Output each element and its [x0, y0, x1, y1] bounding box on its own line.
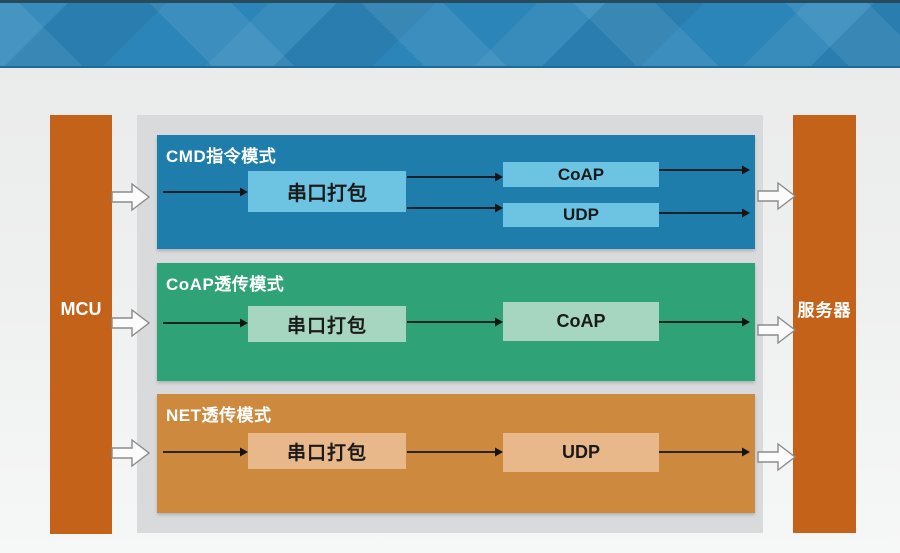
- mode-row-coap: CoAP透传模式 串口打包 CoAP: [157, 263, 755, 381]
- mode-title-coap: CoAP透传模式: [166, 275, 285, 294]
- block-arrow-right-icon: [757, 181, 797, 211]
- block-arrow-right-icon: [757, 315, 797, 345]
- mode-row-cmd: CMD指令模式 串口打包 CoAP UDP: [157, 135, 755, 249]
- header-banner: [0, 0, 900, 68]
- block-arrow-right-icon: [111, 438, 151, 468]
- node-udp-cmd: UDP: [503, 203, 659, 227]
- block-arrow-right-icon: [111, 182, 151, 212]
- mode-row-net: NET透传模式 串口打包 UDP: [157, 394, 755, 513]
- node-serial-pack-cmd: 串口打包: [248, 171, 406, 212]
- node-serial-pack-net: 串口打包: [248, 433, 406, 469]
- block-arrow-right-icon: [757, 442, 797, 472]
- mode-title-net: NET透传模式: [166, 406, 272, 425]
- node-udp-net: UDP: [503, 433, 659, 472]
- block-arrow-right-icon: [111, 308, 151, 338]
- node-coap-coap: CoAP: [503, 302, 659, 341]
- server-node: 服务器: [793, 115, 856, 533]
- node-coap-cmd: CoAP: [503, 162, 659, 187]
- server-label: 服务器: [797, 301, 852, 320]
- mcu-label: MCU: [60, 299, 102, 319]
- node-serial-pack-coap: 串口打包: [248, 306, 406, 342]
- mode-title-cmd: CMD指令模式: [166, 147, 277, 166]
- mcu-node: MCU: [50, 115, 112, 534]
